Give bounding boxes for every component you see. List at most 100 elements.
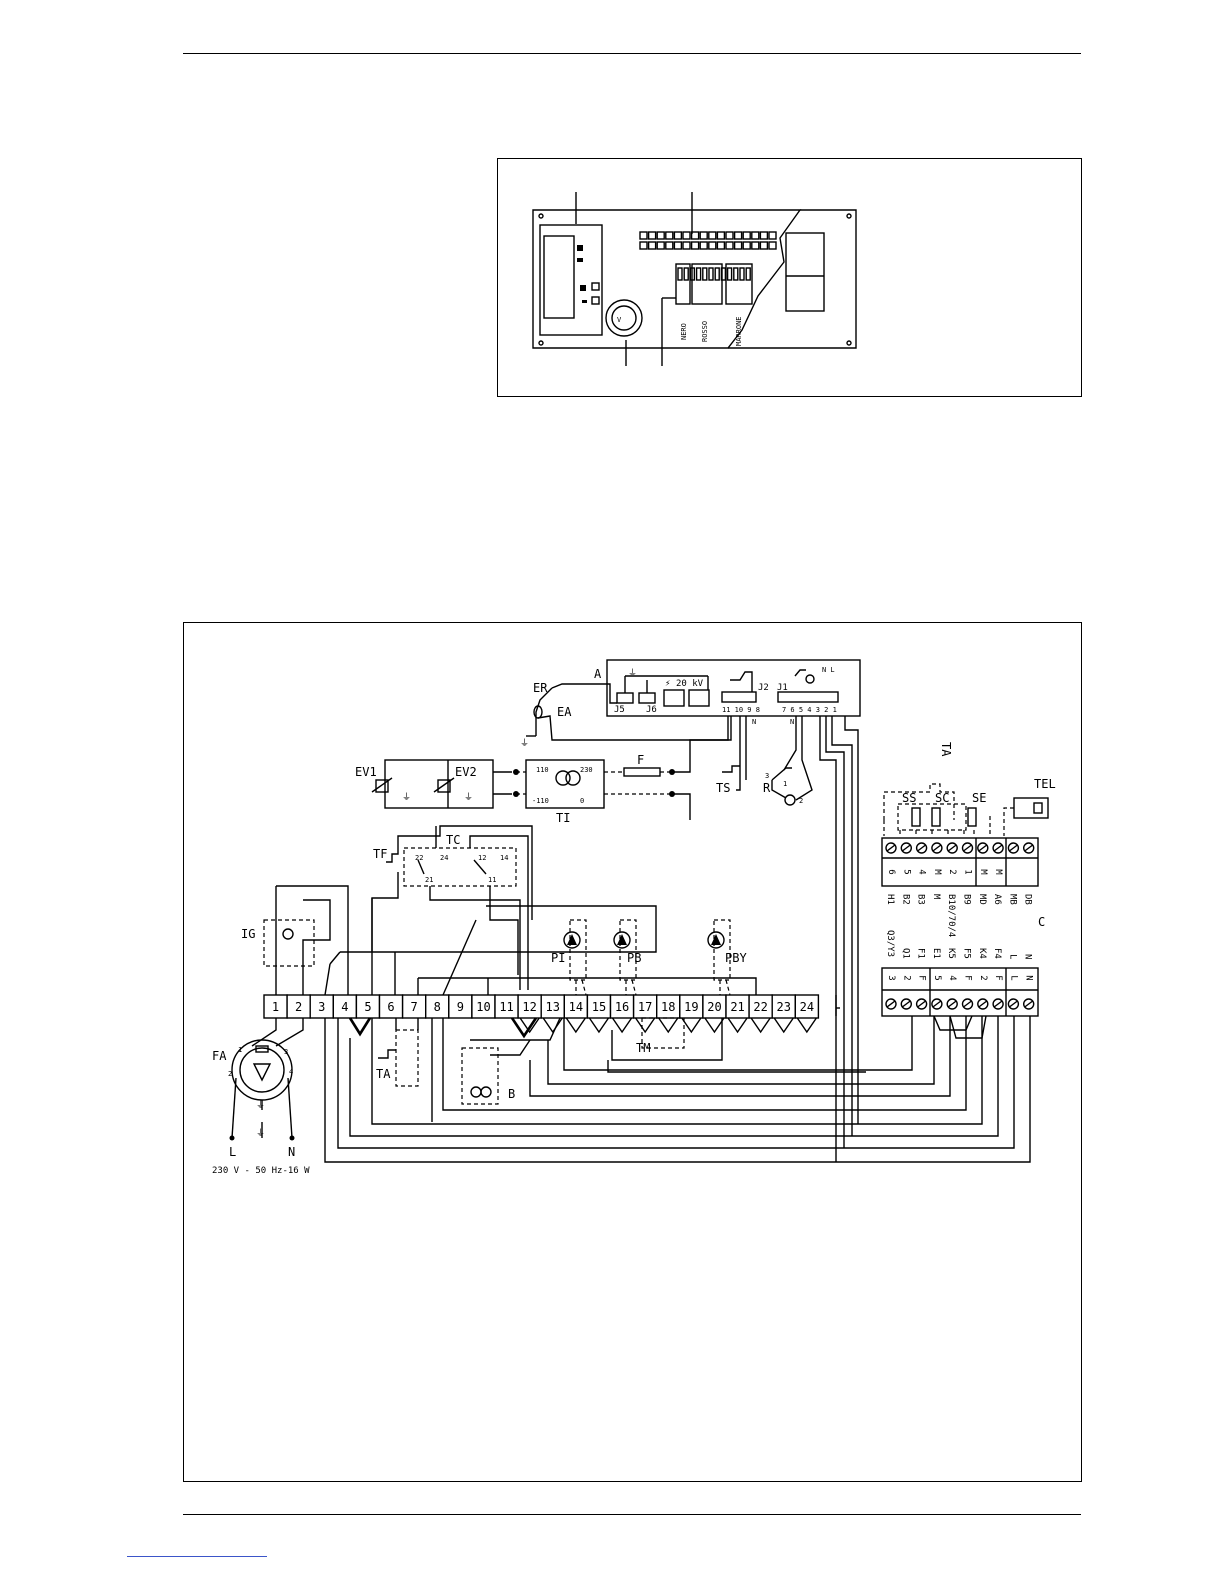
panel-connector: [742, 241, 751, 250]
lower-terminal-top-label: N: [1023, 954, 1033, 959]
panel-connector: [690, 241, 700, 250]
terminal-number: 19: [684, 1000, 698, 1014]
screw-icon: [885, 998, 897, 1010]
pump-box: [569, 919, 587, 981]
reset-pin-2: 2: [799, 797, 803, 805]
screw-slot: [917, 1000, 927, 1008]
upper-terminal-number: 5: [901, 869, 911, 874]
panel-connector: [656, 231, 665, 240]
pump-arrow-icon: [567, 934, 577, 945]
board-pin: [708, 267, 714, 281]
plug-pin-2: 2: [228, 1070, 232, 1078]
supply-line-l: L: [229, 1145, 236, 1159]
terminal-link: [635, 1017, 656, 1034]
terminal-link: [727, 1017, 748, 1034]
upper-terminal-number: 4: [917, 869, 927, 874]
panel-connector: [647, 241, 657, 250]
terminal-number: 18: [661, 1000, 675, 1014]
terminal-number: 11: [499, 1000, 513, 1014]
upper-terminal-number: M: [932, 869, 942, 875]
upper-terminal-block: [881, 837, 1039, 887]
panel-connector: [751, 241, 760, 250]
reset-r: R: [763, 781, 771, 795]
pump-pby: PBY: [725, 951, 747, 965]
terminal-number: 13: [546, 1000, 560, 1014]
terminal-number: 5: [364, 1000, 371, 1014]
upper-terminal-label: A6: [992, 894, 1002, 905]
valve-ev1: EV1: [355, 765, 377, 779]
panel-connector: [759, 231, 769, 240]
screw-slot: [901, 1000, 911, 1008]
terminal-number: 17: [638, 1000, 652, 1014]
tc-contact-21: 21: [425, 876, 433, 884]
terminal-number: 4: [341, 1000, 348, 1014]
supply-neutral-n: N: [288, 1145, 295, 1159]
j1-top-marks: N L: [822, 666, 835, 674]
transformer-ti: TI: [556, 811, 570, 825]
screw-icon: [961, 998, 974, 1010]
panel-connector: [742, 231, 751, 240]
terminal-number: 16: [615, 1000, 629, 1014]
top-rule: [183, 53, 1081, 54]
plug-pin-4: 4: [289, 1068, 293, 1076]
terminal-link: [519, 1017, 540, 1034]
screw-slot: [1024, 844, 1034, 852]
screw-slot: [886, 844, 896, 852]
terminal-number: 21: [730, 1000, 744, 1014]
pump-icon: [707, 931, 725, 949]
terminal-link: [750, 1017, 771, 1034]
panel-connector: [733, 241, 743, 250]
terminal-number: 10: [476, 1000, 490, 1014]
pump-arrow-icon: [617, 934, 627, 945]
ti-tap-230: 230: [580, 766, 593, 774]
terminal-number: 8: [434, 1000, 441, 1014]
lower-terminal-top-label: K5: [946, 948, 956, 959]
screw-icon: [931, 842, 943, 854]
svg-text:⏚: ⏚: [464, 792, 473, 803]
terminal-number: 1: [272, 1000, 279, 1014]
upper-terminal-label: MB: [1007, 894, 1017, 905]
terminal-link: [704, 1017, 725, 1034]
screw-icon: [946, 842, 958, 854]
screw-slot: [993, 844, 1003, 852]
upper-terminal-label: DB: [1023, 894, 1033, 905]
electrode-ea: EA: [557, 705, 572, 719]
terminal-number: 2: [295, 1000, 302, 1014]
upper-terminal-number: 1: [963, 869, 973, 874]
reset-pin-3: 3: [765, 772, 769, 780]
upper-terminal-number: 6: [886, 869, 896, 874]
svg-text:⏚: ⏚: [402, 792, 411, 803]
pump-box: [713, 919, 731, 981]
terminal-number: 24: [800, 1000, 814, 1014]
terminal-link: [773, 1017, 794, 1034]
burner-b: B: [508, 1087, 515, 1101]
tc-contact-22: 22: [415, 854, 423, 862]
screw-icon: [1022, 998, 1035, 1010]
reset-pin-1: 1: [783, 780, 787, 788]
terminal-link: [611, 1017, 633, 1034]
pump-icon: [613, 931, 631, 949]
screw-slot: [978, 844, 988, 852]
connector-j1: J1: [777, 683, 788, 693]
svg-text:⚡: ⚡: [665, 679, 670, 689]
board-pin: [714, 267, 720, 281]
screw-slot: [917, 844, 927, 852]
ti-tap-110: 110: [536, 766, 549, 774]
panel-connector: [708, 241, 717, 250]
svg-text:⏚: ⏚: [256, 1128, 265, 1139]
panel-connector: [639, 241, 648, 250]
lower-terminal-top-label: K4: [977, 948, 987, 959]
connector-label-c: C: [1038, 915, 1045, 929]
terminal-link: [796, 1017, 817, 1034]
screw-icon: [977, 842, 989, 854]
panel-connector: [716, 231, 726, 240]
lower-terminal-number: 5: [932, 975, 942, 980]
panel-connector: [656, 241, 665, 250]
lower-terminal-number: F: [993, 975, 1003, 980]
screw-slot: [1024, 1000, 1034, 1008]
panel-connector: [768, 241, 777, 250]
screw-icon: [1022, 842, 1035, 854]
panel-connector: [751, 231, 760, 240]
board-label-rosso: ROSSO: [701, 321, 709, 342]
